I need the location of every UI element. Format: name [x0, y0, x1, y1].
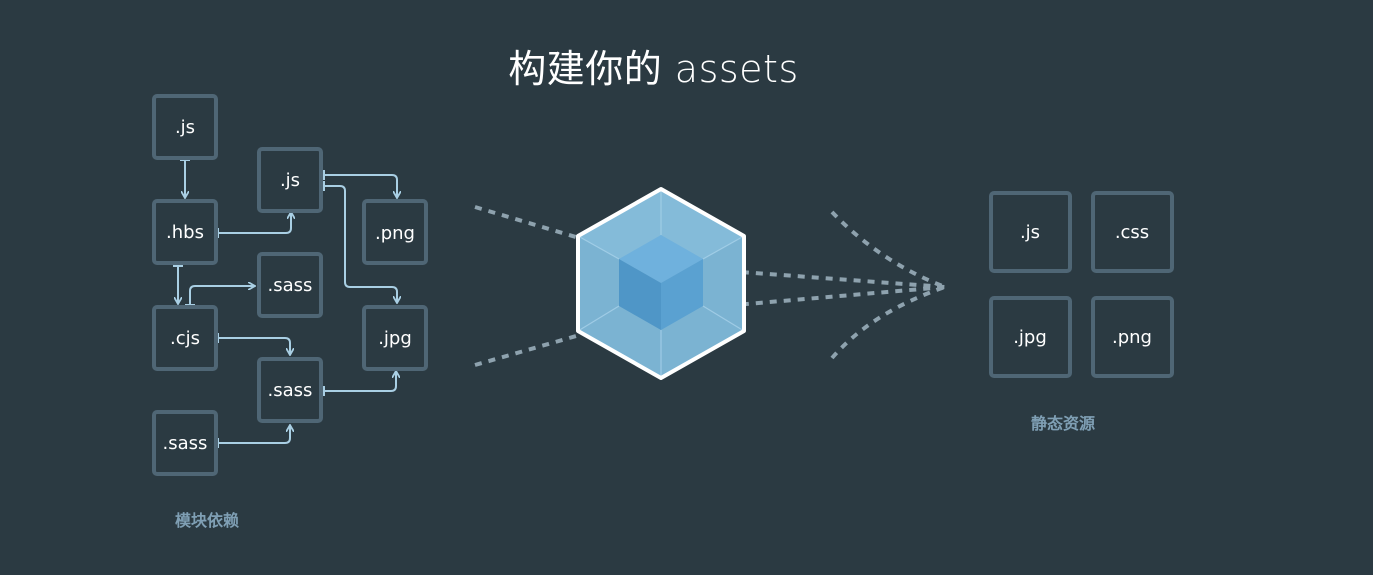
static-assets: .js .css .jpg .png — [989, 191, 1174, 378]
page-title: 构建你的 assets — [508, 47, 799, 91]
dotted-curve-bottom — [830, 285, 946, 360]
edge-sass3-to-sass2 — [218, 426, 290, 443]
asset-label: .js — [1020, 222, 1040, 243]
webpack-cube-icon — [576, 187, 746, 380]
edge-hbs-to-js2 — [218, 213, 291, 233]
dotted-curve-top — [830, 210, 946, 289]
module-box: .hbs — [152, 199, 218, 265]
module-label: .sass — [163, 433, 208, 454]
module-box: .sass — [152, 410, 218, 476]
module-label: .js — [280, 170, 300, 191]
module-label: .js — [175, 117, 195, 138]
edge-cjs-to-sass2 — [218, 338, 290, 354]
asset-label: .jpg — [1013, 327, 1047, 348]
module-label: .hbs — [166, 222, 204, 243]
edge-js2-to-jpg — [324, 186, 397, 302]
module-box: .png — [362, 199, 428, 265]
asset-box: .png — [1091, 296, 1174, 378]
module-box: .sass — [257, 357, 323, 423]
module-label: .jpg — [378, 328, 412, 349]
edge-js2-to-png — [324, 175, 397, 197]
edge-cjs-to-sass1 — [190, 286, 254, 305]
module-box: .jpg — [362, 305, 428, 371]
module-label: .cjs — [170, 328, 200, 349]
module-box: .cjs — [152, 305, 218, 371]
module-dependencies: .js .hbs .cjs .sass .js .sass .sass .pn — [152, 94, 428, 476]
left-caption: 模块依赖 — [175, 511, 240, 530]
module-label: .sass — [268, 380, 313, 401]
asset-label: .css — [1115, 222, 1149, 243]
module-box: .js — [257, 147, 323, 213]
asset-label: .png — [1112, 327, 1152, 348]
asset-box: .css — [1091, 191, 1174, 273]
module-box: .js — [152, 94, 218, 160]
asset-box: .js — [989, 191, 1072, 273]
module-label: .sass — [268, 275, 313, 296]
dependency-edges — [178, 160, 397, 443]
module-box: .sass — [257, 252, 323, 318]
asset-box: .jpg — [989, 296, 1072, 378]
edge-sass2-to-jpg — [324, 372, 396, 391]
module-label: .png — [375, 223, 415, 244]
right-caption: 静态资源 — [1031, 414, 1096, 433]
